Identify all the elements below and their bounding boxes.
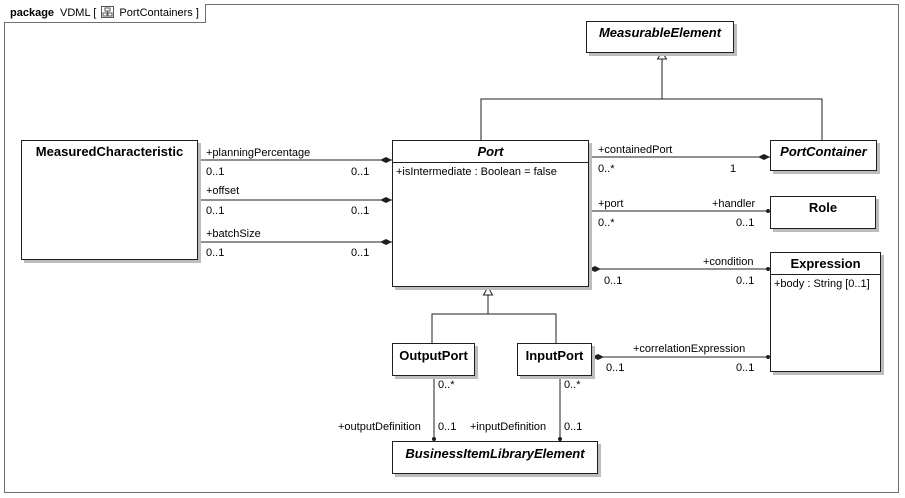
label-offset-mult-near: 0..1 bbox=[206, 205, 224, 217]
class-input-port[interactable]: InputPort bbox=[517, 343, 592, 376]
class-name-input-port: InputPort bbox=[525, 348, 584, 363]
generalization-arrowhead-port bbox=[482, 285, 494, 296]
label-offset-role: +offset bbox=[206, 185, 239, 197]
label-correlation-input-mult: 0..1 bbox=[606, 362, 624, 374]
assoc-offset-diamond bbox=[380, 197, 392, 203]
class-name-port: Port bbox=[477, 144, 504, 159]
generalization-arrowhead-measurableelement bbox=[656, 51, 668, 60]
class-measurable-element[interactable]: MeasurableElement bbox=[586, 21, 734, 53]
label-condition-role: +condition bbox=[703, 256, 753, 268]
assoc-containedport-diamond bbox=[758, 154, 770, 160]
label-planningpercentage-role: +planningPercentage bbox=[206, 147, 310, 159]
label-handler-mult: 0..1 bbox=[736, 217, 754, 229]
class-business-item-library-element[interactable]: BusinessItemLibraryElement bbox=[392, 441, 598, 474]
package-tab: package VDML [ PortContainers ] bbox=[4, 4, 206, 23]
label-handler-role: +handler bbox=[712, 198, 755, 210]
label-outputdefinition-port-mult: 0..* bbox=[438, 379, 455, 391]
assoc-port-handler-dot-role bbox=[766, 209, 770, 213]
generalization-portcontainer-measurableelement bbox=[662, 98, 823, 140]
class-expression[interactable]: Expression +body : String [0..1] bbox=[770, 252, 881, 372]
assoc-containedport-dot bbox=[588, 155, 592, 159]
package-tab-close-bracket: ] bbox=[195, 7, 199, 19]
label-correlation-expr-mult: 0..1 bbox=[736, 362, 754, 374]
generalization-port-measurableelement bbox=[480, 98, 662, 140]
assoc-inputdefinition-dot bbox=[558, 437, 562, 441]
label-planningpercentage-mult-near: 0..1 bbox=[206, 166, 224, 178]
assoc-correlation-diamond bbox=[592, 354, 604, 360]
label-outputdefinition-target-mult: 0..1 bbox=[438, 421, 456, 433]
label-inputdefinition-port-mult: 0..* bbox=[564, 379, 581, 391]
port-attributes: +isIntermediate : Boolean = false bbox=[393, 162, 588, 178]
label-planningpercentage-mult-far: 0..1 bbox=[351, 166, 369, 178]
class-name-expression: Expression bbox=[790, 256, 861, 271]
assoc-condition-dot bbox=[766, 267, 770, 271]
class-name-output-port: OutputPort bbox=[399, 348, 468, 363]
label-offset-mult-far: 0..1 bbox=[351, 205, 369, 217]
class-name-measured-characteristic: MeasuredCharacteristic bbox=[35, 144, 184, 159]
label-outputdefinition-role: +outputDefinition bbox=[338, 421, 421, 433]
class-output-port[interactable]: OutputPort bbox=[392, 343, 475, 376]
generalization-inputport-port bbox=[488, 313, 557, 343]
label-containedport-role: +containedPort bbox=[598, 144, 672, 156]
label-inputdefinition-role: +inputDefinition bbox=[470, 421, 546, 433]
port-attribute-isintermediate: +isIntermediate : Boolean = false bbox=[396, 166, 557, 178]
generalization-outputport-port bbox=[431, 313, 488, 343]
label-batchsize-mult-far: 0..1 bbox=[351, 247, 369, 259]
expression-attribute-body: +body : String [0..1] bbox=[774, 278, 870, 290]
label-port-mult: 0..* bbox=[598, 217, 615, 229]
assoc-planningpercentage-diamond bbox=[380, 157, 392, 163]
class-name-business-item-library-element: BusinessItemLibraryElement bbox=[405, 446, 585, 461]
label-batchsize-role: +batchSize bbox=[206, 228, 261, 240]
assoc-batchsize-diamond bbox=[380, 239, 392, 245]
assoc-outputdefinition-dot bbox=[432, 437, 436, 441]
class-role[interactable]: Role bbox=[770, 196, 876, 229]
assoc-correlation-dot bbox=[766, 355, 770, 359]
class-name-port-container: PortContainer bbox=[780, 144, 867, 159]
package-name: VDML [ bbox=[60, 7, 97, 19]
label-containedport-container-mult: 1 bbox=[730, 163, 736, 175]
assoc-condition-diamond bbox=[589, 266, 601, 272]
class-name-role: Role bbox=[808, 200, 838, 215]
label-batchsize-mult-near: 0..1 bbox=[206, 247, 224, 259]
package-frame bbox=[4, 4, 899, 493]
label-inputdefinition-target-mult: 0..1 bbox=[564, 421, 582, 433]
class-name-measurable-element: MeasurableElement bbox=[598, 25, 722, 40]
package-keyword: package bbox=[10, 7, 55, 19]
class-diagram-icon bbox=[101, 6, 115, 18]
assoc-port-handler-dot-port bbox=[588, 209, 592, 213]
class-port[interactable]: Port +isIntermediate : Boolean = false bbox=[392, 140, 589, 287]
label-condition-expr-mult: 0..1 bbox=[736, 275, 754, 287]
expression-attributes: +body : String [0..1] bbox=[771, 274, 880, 290]
label-containedport-port-mult: 0..* bbox=[598, 163, 615, 175]
label-correlation-role: +correlationExpression bbox=[633, 343, 745, 355]
label-condition-port-mult: 0..1 bbox=[604, 275, 622, 287]
class-measured-characteristic[interactable]: MeasuredCharacteristic bbox=[21, 140, 198, 260]
diagram-name: PortContainers bbox=[119, 7, 193, 19]
class-port-container[interactable]: PortContainer bbox=[770, 140, 877, 171]
label-port-role: +port bbox=[598, 198, 623, 210]
